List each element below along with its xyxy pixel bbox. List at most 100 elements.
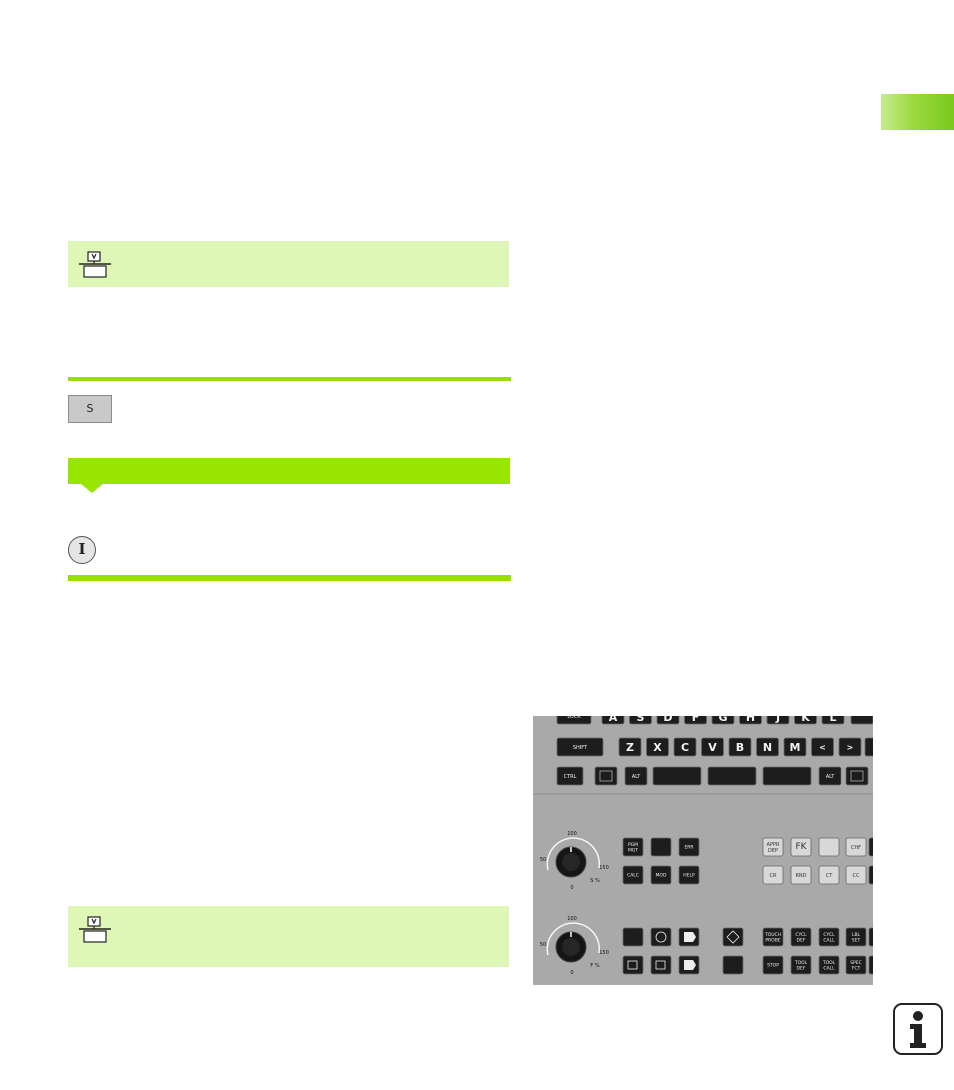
machine-note-box-top (68, 241, 509, 287)
key-block3-3 (845, 927, 867, 947)
feed-dial-label-min: 0 (570, 970, 573, 976)
key-block2-1-label: FK (795, 842, 807, 852)
key-block3-0-label: TOUCH (764, 932, 781, 938)
feed-dial-label-mid: 100 (567, 916, 577, 922)
key-block3-2 (818, 927, 840, 947)
key-block3-7-label: SPEC (850, 960, 862, 966)
key-d-label: D (663, 716, 672, 724)
key-h-label: H (746, 716, 755, 724)
key-shift-label: SHIFT (573, 745, 588, 751)
key-block2-0-label: DEP (768, 848, 778, 854)
feed-dial-arc (546, 922, 601, 956)
highlight-bar-pointer (81, 484, 103, 493)
section-rule-bottom (68, 575, 511, 581)
window-glyph-right (850, 770, 864, 782)
key-block3-7 (845, 955, 867, 975)
key-block2-7-label: CC (853, 873, 860, 879)
key-block3-4-label: STOP (767, 963, 779, 969)
key-row2-8-label: < (819, 743, 826, 752)
key-block1-4 (650, 865, 672, 885)
key-block2-3-label: CHF (851, 845, 861, 851)
key-program-mode-1 (722, 927, 744, 947)
key-mode-1-1 (650, 955, 672, 975)
key-block3-6-label: CALL (823, 965, 835, 971)
spindle-dial-label-low: 50 (540, 857, 546, 863)
feed-dial-label-unit: F % (590, 963, 599, 969)
info-icon (893, 1003, 943, 1055)
key-block1-3-label: CALC (627, 873, 639, 879)
key-block3-4 (762, 955, 784, 975)
key-block3-5 (790, 955, 812, 975)
machine-dependent-icon (79, 916, 111, 943)
key-lock (556, 716, 592, 725)
key-semicolon (850, 716, 873, 725)
key-block2-edge1 (868, 837, 873, 857)
key-block2-5 (790, 865, 812, 885)
key-row2-9 (838, 737, 862, 757)
key-mode-1-0 (622, 955, 644, 975)
key-block3-3-label: LBL (852, 932, 861, 938)
key-a-label: A (609, 716, 618, 724)
chapter-tab (881, 94, 954, 130)
key-row2-5 (728, 737, 752, 757)
key-s (629, 716, 652, 725)
spindle-dial-label-unit: S % (590, 878, 600, 884)
key-row2-4-label: V (708, 741, 717, 754)
key-row2-4 (701, 737, 724, 757)
key-block1-2-label: ERR (684, 845, 693, 851)
key-alt-right (818, 766, 842, 786)
key-block2-5-label: RND (795, 873, 806, 879)
key-block1-0-label: PGM (628, 842, 638, 848)
key-win-left (594, 766, 618, 786)
key-block3-5-label: DEF (797, 965, 806, 971)
key-block3-2-label: CALL (823, 937, 835, 943)
spindle-dial-label-mid: 100 (567, 831, 577, 837)
key-row2-3-label: C (681, 741, 689, 754)
key-shift (556, 737, 604, 757)
key-ctrl (556, 766, 584, 786)
spindle-dial-label-min: 0 (570, 885, 573, 891)
key-alt-left-label: ALT (632, 774, 642, 780)
key-l (821, 716, 845, 725)
key-block1-0-label: MGT (628, 847, 638, 853)
important-note-icon: I (68, 536, 96, 564)
spindle-dial-arc (546, 837, 601, 871)
key-block3-edge2 (868, 955, 873, 975)
key-block1-2 (678, 837, 700, 857)
key-g (711, 716, 735, 725)
key-block3-6-label: TOOL (822, 960, 836, 966)
key-mode-0-0 (622, 927, 644, 947)
key-ctrl-label: CTRL (564, 774, 577, 780)
key-block1-5-label: HELP (683, 873, 695, 879)
key-block2-0 (762, 837, 784, 857)
key-block3-1 (790, 927, 812, 947)
key-row2-3 (673, 737, 697, 757)
feed-dial-label-max: 150 (599, 950, 609, 956)
key-win-right (845, 766, 869, 786)
key-block2-0-label: APPR (767, 842, 780, 848)
key-block1-4-label: MOD (656, 873, 667, 879)
mode-glyph-wheel (655, 931, 667, 943)
key-row2-9-label: > (847, 743, 854, 752)
key-program-mode-2 (722, 955, 744, 975)
feed-dial-knob-center (562, 938, 580, 956)
key-row2-2-label: X (653, 741, 662, 754)
key-k-label: K (801, 716, 810, 724)
key-block3-6 (818, 955, 840, 975)
key-block2-4-label: CR (770, 873, 777, 879)
key-lock-label: LOCK (567, 716, 581, 720)
s-soft-key[interactable]: S (68, 395, 112, 423)
feed-dial-label-low: 50 (540, 942, 546, 948)
key-row2-1 (618, 737, 642, 757)
section-rule-top (68, 377, 511, 381)
key-block1-0 (622, 837, 644, 857)
key-mode-0-1 (650, 927, 672, 947)
key-row2-5-label: B (736, 741, 744, 754)
key-k (794, 716, 817, 725)
key-block3-7-label: FCT (852, 965, 861, 971)
key-row2-7-label: M (790, 741, 801, 754)
key-block2-1 (790, 837, 812, 857)
key-space-3 (762, 766, 812, 786)
